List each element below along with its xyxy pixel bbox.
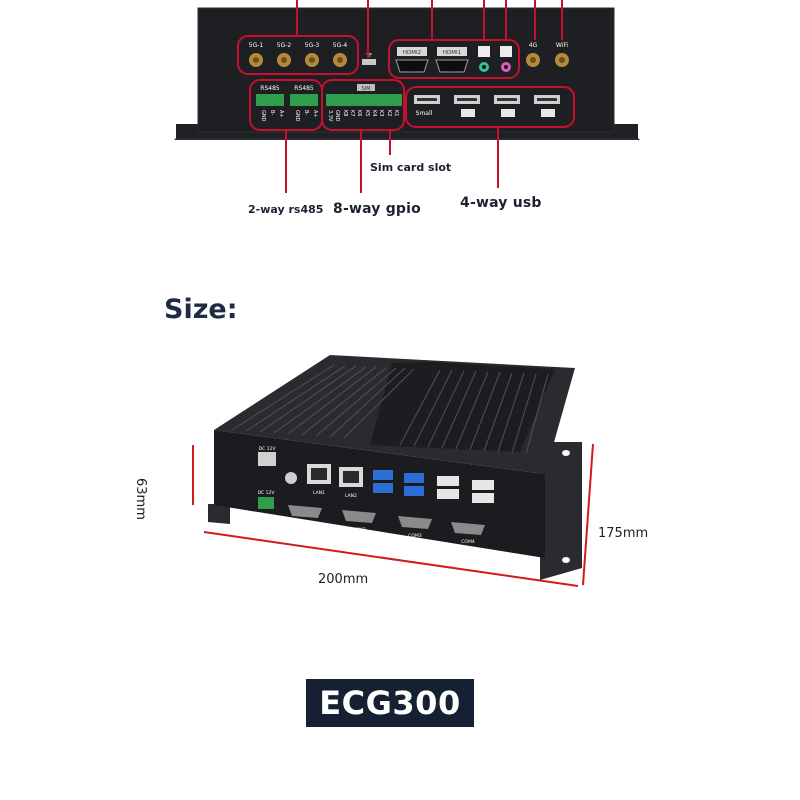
- usb-ring: [405, 86, 575, 128]
- device-perspective-illustration: DC 12V DC 12V LAN1 LAN2 COM1 COM2 COM3 C…: [192, 355, 594, 587]
- rs485-pin: GND: [294, 110, 300, 122]
- rs485-pin: GND: [260, 110, 266, 122]
- sim-label: SIM: [362, 86, 371, 92]
- wireless-label: 4G: [529, 42, 538, 49]
- usb-small-label: Small: [416, 110, 433, 117]
- size-heading: Size:: [164, 294, 238, 325]
- com-label: COM3: [408, 533, 422, 539]
- com-label: COM1: [298, 521, 312, 527]
- hdmi-label: HDMI2: [403, 50, 421, 56]
- gpio-pin: K1: [393, 110, 399, 116]
- gpio-pin: GND: [334, 110, 340, 122]
- antenna-label: 5G-1: [249, 42, 264, 49]
- antenna-labels: 5G-1 5G-2 5G-3 5G-4: [249, 42, 348, 49]
- width-dimension-label: 200mm: [318, 572, 369, 587]
- rs485-terminal-icons: [256, 94, 318, 106]
- audio-jack-icons: [478, 46, 512, 72]
- rs485-pin: A+: [312, 110, 318, 118]
- wireless-antenna-icons: [526, 53, 569, 67]
- gpio-pin: K4: [371, 110, 377, 116]
- lan-port-icons: [307, 464, 363, 487]
- height-dimension-label: 63mm: [133, 478, 148, 520]
- rs485-callout-label: 2-way rs485: [248, 203, 324, 216]
- com-label: COM4: [461, 539, 475, 545]
- sma-connector-icons: [249, 53, 347, 67]
- antenna-label: 5G-3: [305, 42, 320, 49]
- dc-label: DC 12V: [258, 490, 276, 496]
- rs485-pin: B-: [303, 110, 309, 115]
- lan-label: LAN2: [345, 493, 357, 499]
- gpio-callout-label: 8-way gpio: [333, 201, 421, 217]
- gpio-pin: K7: [349, 110, 355, 116]
- rs485-pin: A+: [278, 110, 284, 118]
- tf-slot: [362, 59, 376, 65]
- com-label: COM2: [352, 527, 366, 533]
- hdmi-port-icons: [395, 47, 469, 73]
- hdmi-audio-ring: [388, 39, 520, 79]
- model-badge: ECG300: [306, 679, 474, 727]
- gpio-ring: [321, 79, 405, 131]
- antenna-label: 5G-4: [333, 42, 348, 49]
- depth-dimension-line: [582, 443, 594, 586]
- power-button-icon: [285, 472, 297, 484]
- top-callout-lines: [296, 0, 563, 58]
- rs485-pin: B-: [269, 110, 275, 115]
- gpio-pin: K5: [364, 110, 370, 116]
- gpio-pin: K2: [386, 110, 392, 116]
- lan-label: LAN1: [313, 490, 325, 496]
- wireless-label: WiFi: [556, 42, 568, 49]
- depth-dimension-label: 175mm: [598, 526, 649, 541]
- dc-label: DC 12V: [259, 446, 277, 452]
- rear-panel-illustration: 5G-1 5G-2 5G-3 5G-4 TF HDMI2 HDMI1 4G Wi…: [174, 0, 640, 193]
- gpio-pin: K6: [356, 110, 362, 116]
- rs485-label: RS485: [260, 85, 280, 92]
- rs485-pin-labels: GND B- A+ GND B- A+: [260, 110, 318, 122]
- usb2-port-icons: [437, 476, 494, 503]
- com-port-icons: [288, 505, 485, 535]
- mounting-flange-right: [540, 442, 582, 580]
- sim-slot: [357, 84, 375, 91]
- sim-callout-label: Sim card slot: [370, 161, 452, 174]
- gpio-terminal-icon: [326, 94, 402, 106]
- heatsink-fin-lines: [231, 364, 549, 455]
- rs485-label: RS485: [294, 85, 314, 92]
- usb3-port-icons: [373, 470, 424, 496]
- gpio-pin: K3: [378, 110, 384, 116]
- rear-panel-figure: 5G-1 5G-2 5G-3 5G-4 TF HDMI2 HDMI1 4G Wi…: [0, 0, 800, 230]
- gpio-pin: K8: [342, 110, 348, 116]
- width-dimension-line: [203, 531, 579, 587]
- dc-power-jack: [258, 452, 276, 466]
- device-size-figure: DC 12V DC 12V LAN1 LAN2 COM1 COM2 COM3 C…: [0, 340, 800, 600]
- gpio-pin-labels: 3.3V GND K8 K7 K6 K5 K4 K3 K2 K1: [327, 110, 399, 122]
- bottom-callout-lines: [285, 127, 499, 193]
- gpio-pin: 3.3V: [327, 110, 333, 122]
- usb-port-icons: [414, 95, 560, 117]
- usb-callout-label: 4-way usb: [460, 195, 542, 211]
- antenna-label: 5G-2: [277, 42, 292, 49]
- hdmi-label: HDMI1: [443, 50, 461, 56]
- dc-terminal-icon: [258, 497, 274, 509]
